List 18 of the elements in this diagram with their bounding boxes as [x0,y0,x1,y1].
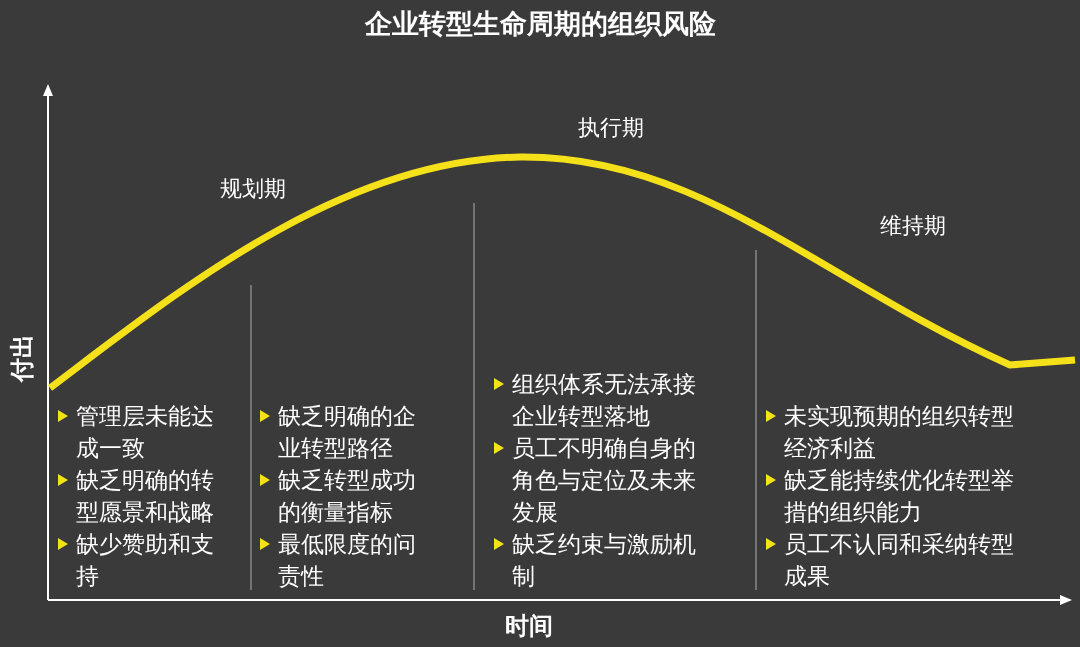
risk-item: 缺乏明确的转型愿景和战略 [76,466,215,527]
risk-item: 员工不明确自身的角色与定位及未来发展 [512,434,697,527]
phase-label: 维持期 [880,212,946,240]
title: 企业转型生命周期的组织风险 [363,7,717,41]
risk-item: 缺乏明确的企业转型路径 [278,402,417,463]
risk-item: 最低限度的问责性 [278,530,417,591]
risk-item: 缺少赞助和支持 [76,530,215,591]
risk-item: 未实现预期的组织转型经济利益 [784,402,1015,463]
risk-item: 缺乏能持续优化转型举措的组织能力 [784,466,1015,527]
axis-label: 付出 [7,334,37,382]
risk-item: 组织体系无法承接企业转型落地 [512,370,697,431]
risk-item: 员工不认同和采纳转型成果 [784,530,1015,591]
phase-label: 执行期 [578,114,644,142]
risk-item: 管理层未能达成一致 [76,402,215,463]
axis-label: 时间 [505,611,553,642]
risk-item: 缺乏转型成功的衡量指标 [278,466,417,527]
risk-item: 缺乏约束与激励机制 [512,530,697,591]
phase-label: 规划期 [220,175,286,203]
